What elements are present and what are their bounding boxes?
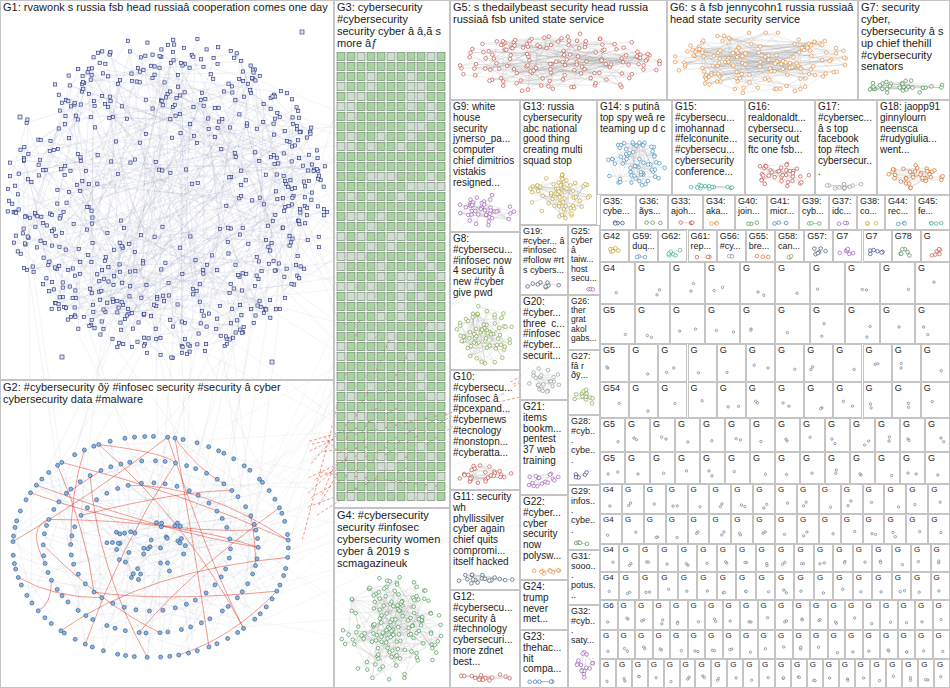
network-canvas: G1: rvawonk s russia fsb head russiaâ co… [0,0,950,688]
